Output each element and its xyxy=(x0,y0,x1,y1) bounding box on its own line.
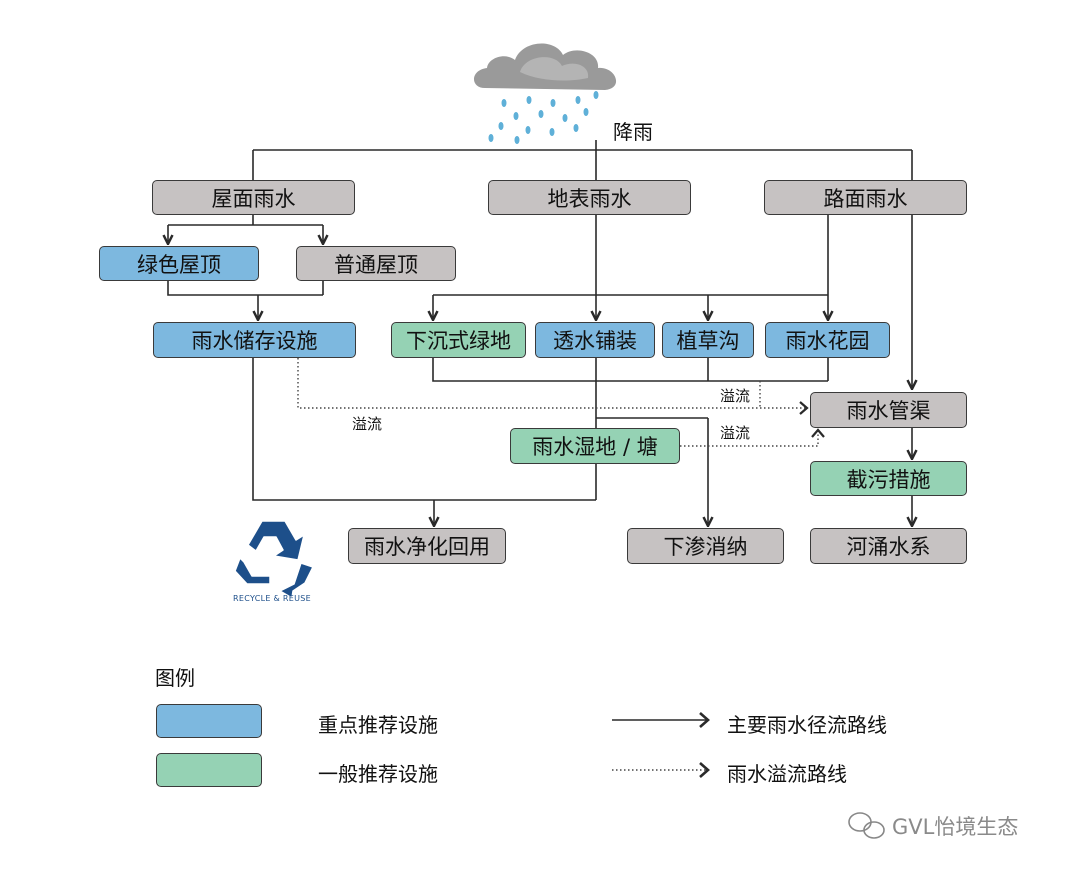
legend-main-route-arrowhead xyxy=(699,712,710,728)
legend-overflow-route: 雨水溢流路线 xyxy=(727,762,847,786)
watermark-text: GVL怡境生态 xyxy=(892,815,1019,839)
node-wetland-pond: 雨水湿地 / 塘 xyxy=(510,428,680,464)
overflow-arrowhead-wetland xyxy=(811,428,825,438)
rain-split-line xyxy=(252,140,913,180)
node-purify-reuse: 雨水净化回用 xyxy=(348,528,506,564)
roofs-merge-line xyxy=(167,281,324,296)
storage-to-purify-line xyxy=(252,358,596,501)
node-surface-water: 地表雨水 xyxy=(488,180,691,215)
roof-split-line xyxy=(168,215,323,226)
overflow-label: 溢流 xyxy=(720,424,751,442)
node-normal-roof: 普通屋顶 xyxy=(296,246,456,281)
overflow-label: 溢流 xyxy=(352,415,383,433)
legend-general-facility: 一般推荐设施 xyxy=(318,762,438,786)
node-road-water: 路面雨水 xyxy=(764,180,967,215)
legend-title: 图例 xyxy=(155,666,195,690)
legend-main-route: 主要雨水径流路线 xyxy=(727,713,887,737)
node-infiltration: 下渗消纳 xyxy=(627,528,784,564)
node-permeable-paving: 透水铺装 xyxy=(535,322,655,358)
node-pipe-channel: 雨水管渠 xyxy=(810,392,967,428)
overflow-wetland-to-pipe xyxy=(680,430,819,447)
overflow-arrowhead-storage xyxy=(799,401,809,415)
recycle-icon xyxy=(234,520,314,599)
node-storage-facility: 雨水储存设施 xyxy=(153,322,356,358)
legend-general-swatch xyxy=(156,753,262,787)
overflow-label: 溢流 xyxy=(720,387,751,405)
facility-collect-line xyxy=(432,358,829,382)
rain-label: 降雨 xyxy=(613,120,653,144)
node-green-roof: 绿色屋顶 xyxy=(99,246,259,281)
wechat-icon xyxy=(848,812,885,839)
legend-key-facility: 重点推荐设施 xyxy=(318,713,438,737)
node-pollution-control: 截污措施 xyxy=(810,461,967,496)
node-roof-water: 屋面雨水 xyxy=(152,180,355,215)
legend-key-swatch xyxy=(156,704,262,738)
node-rain-garden: 雨水花园 xyxy=(765,322,890,358)
recycle-caption: RECYCLE & REUSE xyxy=(233,594,312,603)
node-river-system: 河涌水系 xyxy=(810,528,967,564)
overflow-storage-to-pipe xyxy=(297,358,805,409)
node-sunken-green: 下沉式绿地 xyxy=(391,322,526,358)
legend-overflow-route-arrowhead xyxy=(699,762,710,778)
rain-cloud-icon xyxy=(473,43,617,144)
node-grass-swale: 植草沟 xyxy=(662,322,754,358)
